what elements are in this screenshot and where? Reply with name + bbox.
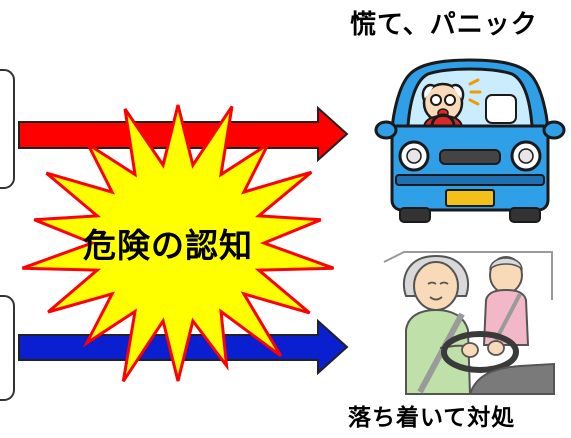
panic-label: 慌て、パニック: [350, 10, 538, 40]
calm-response-label: 落ち着いて対処: [348, 405, 516, 431]
panicking-driver-car-icon: [374, 58, 566, 223]
calm-driving-couple-icon: [380, 251, 555, 395]
left-box-bottom: [0, 295, 15, 401]
left-box-top: [0, 69, 15, 189]
danger-recognition-label: 危険の認知: [83, 226, 253, 265]
danger-burst: [21, 104, 335, 383]
